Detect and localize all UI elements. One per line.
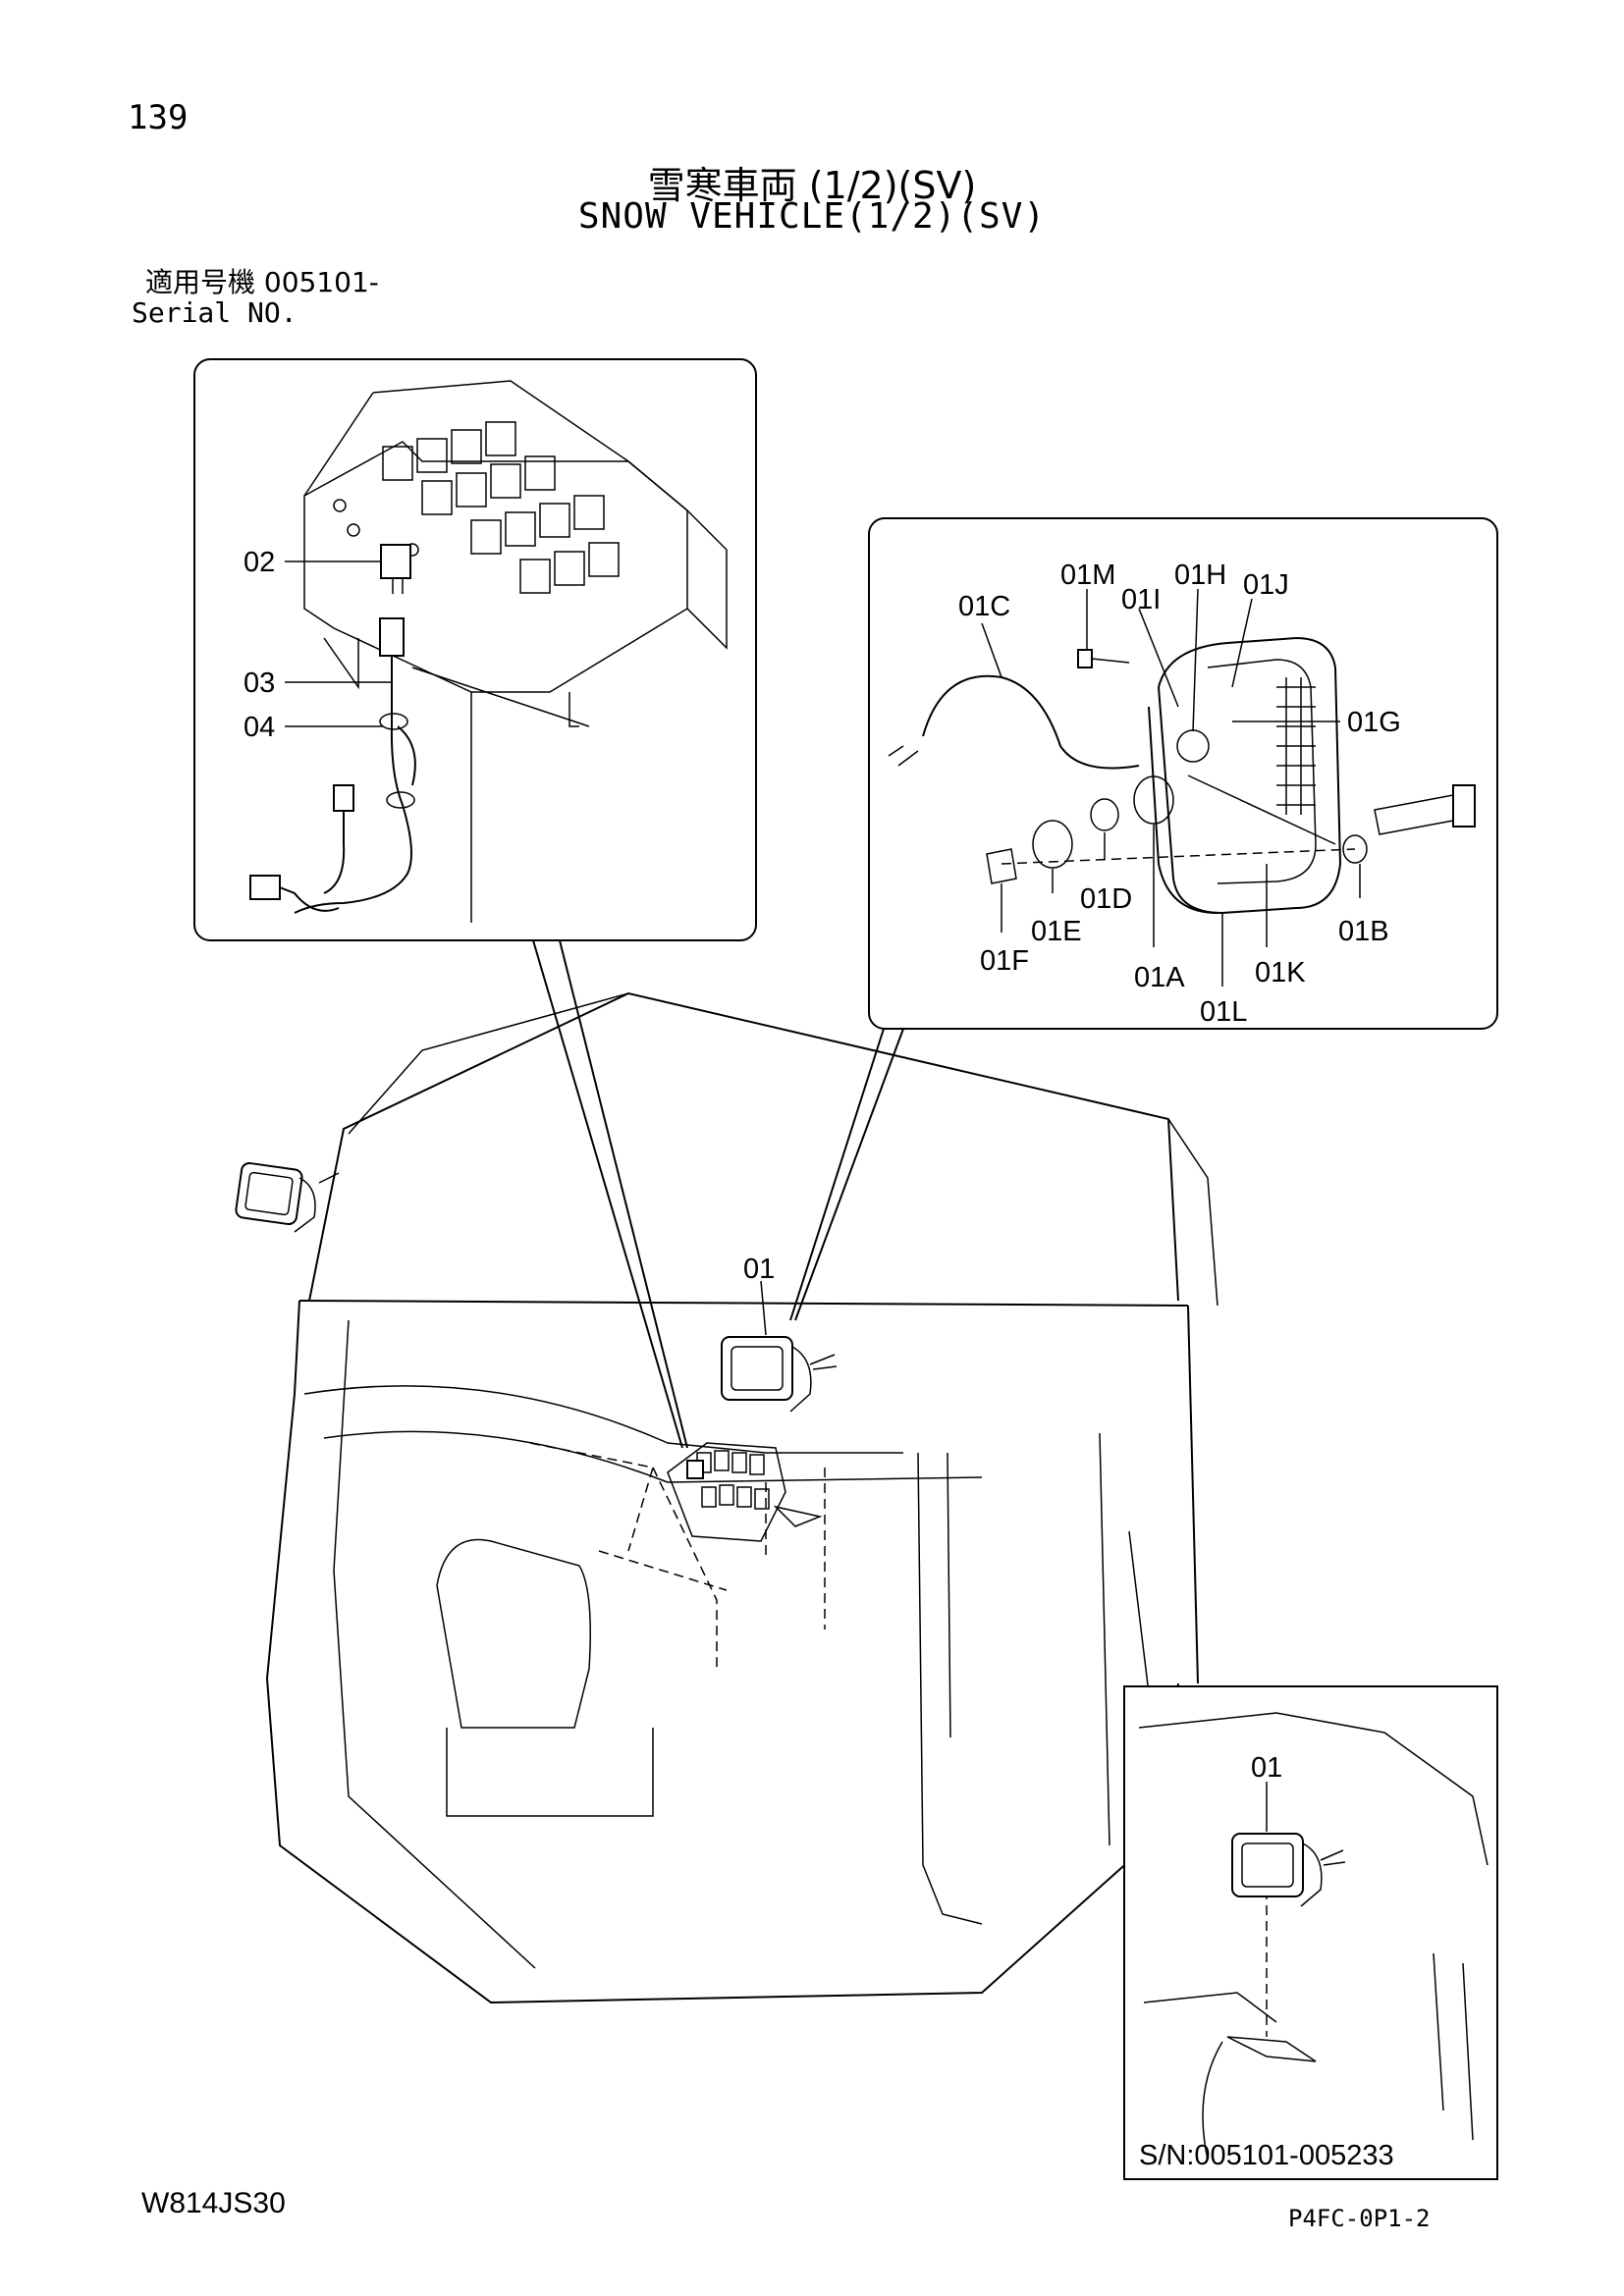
label-01K: 01K: [1255, 957, 1306, 988]
detail-variant-box: 01 S/N:005101-005233: [1123, 1685, 1498, 2180]
label-01I: 01I: [1121, 584, 1161, 615]
label-01H: 01H: [1174, 560, 1226, 591]
detail-relay-box: 02 03 04: [193, 358, 757, 1449]
label-01A: 01A: [1134, 962, 1185, 993]
label-01L: 01L: [1200, 996, 1247, 1028]
serial-label-english: Serial NO.: [132, 296, 298, 329]
page-number: 139: [128, 98, 189, 137]
label-01B: 01B: [1338, 916, 1389, 947]
label-04: 04: [244, 712, 275, 743]
title-japanese: 雪寒車両 (1/2)(SV): [647, 164, 977, 207]
title-english: SNOW VEHICLE(1/2)(SV): [577, 196, 1047, 237]
serial-label-japanese: 適用号機 005101-: [145, 266, 379, 298]
label-01J: 01J: [1243, 569, 1289, 601]
label-03: 03: [244, 667, 275, 699]
label-01F: 01F: [980, 945, 1029, 977]
label-01-main: 01: [743, 1254, 775, 1285]
label-01E: 01E: [1031, 916, 1082, 947]
detail-lamp-box: 01C 01M 01I 01H 01J 01G 01D 01E 01F 01B …: [789, 517, 1498, 1321]
main-cab-view: 01: [235, 991, 1218, 2004]
label-01C: 01C: [958, 591, 1010, 622]
label-01M: 01M: [1060, 560, 1115, 591]
sheet-code: P4FC-0P1-2: [1288, 2205, 1431, 2232]
label-01D: 01D: [1080, 883, 1132, 915]
document-code: W814JS30: [141, 2187, 286, 2219]
work-lamp-main: 01: [721, 1254, 838, 1413]
serial-range-label: S/N:005101-005233: [1139, 2140, 1394, 2171]
label-01G: 01G: [1347, 707, 1401, 738]
label-02: 02: [244, 547, 275, 578]
label-01-variant: 01: [1251, 1752, 1282, 1784]
